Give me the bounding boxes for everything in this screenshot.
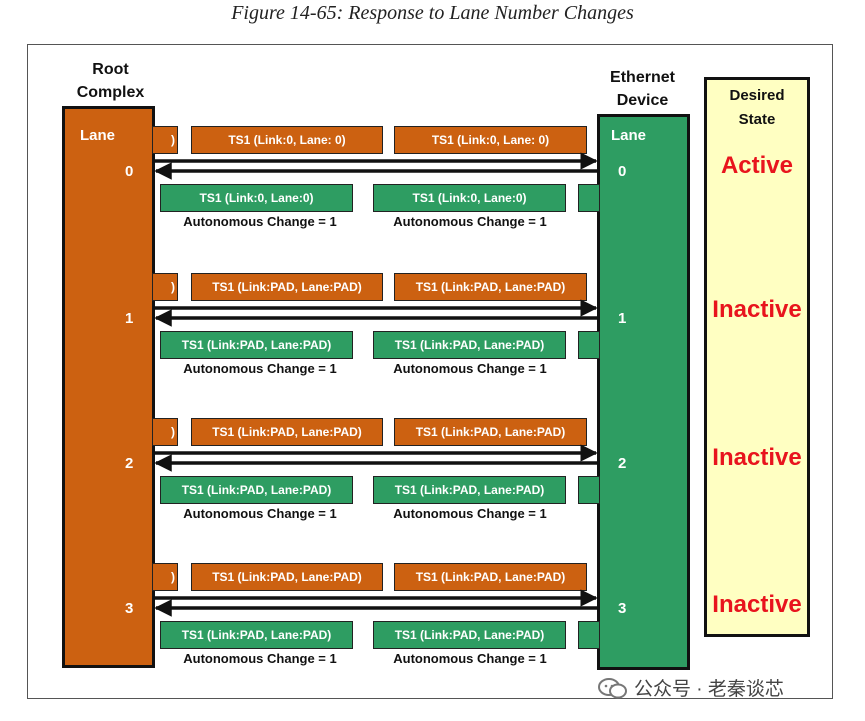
ts1-tx-packet: TS1 (Link:PAD, Lane:PAD) [191,563,383,591]
desired-state-title: Desired State [729,87,785,128]
autonomous-change-note: Autonomous Change = 1 [183,651,337,666]
ts1-rx-packet: TS1 (Link:PAD, Lane:PAD) [160,331,353,359]
ts1-tx-packet: TS1 (Link:PAD, Lane:PAD) [191,418,383,446]
ethernet-device-title: Ethernet Device [610,69,675,109]
ed-lane-number: 1 [618,310,627,327]
ethernet-device-lane-label: Lane [611,127,647,144]
figure-frame [27,44,833,699]
root-complex-lane-label: Lane [80,127,116,144]
lane-state-value: Active [720,152,794,179]
ts1-tx-partial: ) [152,273,178,301]
rc-lane-number: 2 [125,455,134,472]
ts1-rx-partial [578,621,600,649]
ts1-rx-partial [578,476,600,504]
wechat-icon [598,677,627,698]
ts1-tx-packet: TS1 (Link:PAD, Lane:PAD) [394,273,587,301]
ts1-tx-partial: ) [152,563,178,591]
ts1-rx-packet: TS1 (Link:PAD, Lane:PAD) [160,621,353,649]
watermark: 公众号 · 老秦谈芯 [598,674,784,701]
ed-lane-number: 2 [618,455,627,472]
rc-lane-number: 0 [125,163,134,180]
lane-state-value: Inactive [712,296,802,323]
autonomous-change-note: Autonomous Change = 1 [183,361,337,376]
autonomous-change-note: Autonomous Change = 1 [183,506,337,521]
ts1-rx-partial [578,331,600,359]
ts1-tx-packet: TS1 (Link:PAD, Lane:PAD) [191,273,383,301]
rc-lane-number: 3 [125,600,134,617]
autonomous-change-note: Autonomous Change = 1 [393,361,547,376]
ts1-rx-packet: TS1 (Link:PAD, Lane:PAD) [160,476,353,504]
ethernet-device-box [597,114,690,670]
ts1-tx-packet: TS1 (Link:PAD, Lane:PAD) [394,418,587,446]
ed-lane-number: 0 [618,163,627,180]
rc-lane-number: 1 [125,310,134,327]
desired-state-box [704,77,810,637]
watermark-text: 公众号 · 老秦谈芯 [634,679,784,700]
ts1-tx-packet: TS1 (Link:0, Lane: 0) [191,126,383,154]
ts1-rx-packet: TS1 (Link:PAD, Lane:PAD) [373,621,566,649]
root-complex-box [62,106,155,668]
ts1-rx-packet: TS1 (Link:0, Lane:0) [373,184,566,212]
autonomous-change-note: Autonomous Change = 1 [393,651,547,666]
ts1-tx-partial: ) [152,418,178,446]
ts1-rx-packet: TS1 (Link:PAD, Lane:PAD) [373,476,566,504]
lane-state-value: Inactive [712,444,802,471]
ts1-tx-packet: TS1 (Link:PAD, Lane:PAD) [394,563,587,591]
ed-lane-number: 3 [618,600,627,617]
ts1-rx-packet: TS1 (Link:PAD, Lane:PAD) [373,331,566,359]
ts1-tx-packet: TS1 (Link:0, Lane: 0) [394,126,587,154]
lane-state-value: Inactive [712,591,802,618]
ts1-tx-partial: ) [152,126,178,154]
autonomous-change-note: Autonomous Change = 1 [183,214,337,229]
figure-caption: Figure 14-65: Response to Lane Number Ch… [231,2,634,24]
ts1-rx-packet: TS1 (Link:0, Lane:0) [160,184,353,212]
root-complex-title: Root Complex [76,61,145,101]
autonomous-change-note: Autonomous Change = 1 [393,506,547,521]
autonomous-change-note: Autonomous Change = 1 [393,214,547,229]
ts1-rx-partial [578,184,600,212]
